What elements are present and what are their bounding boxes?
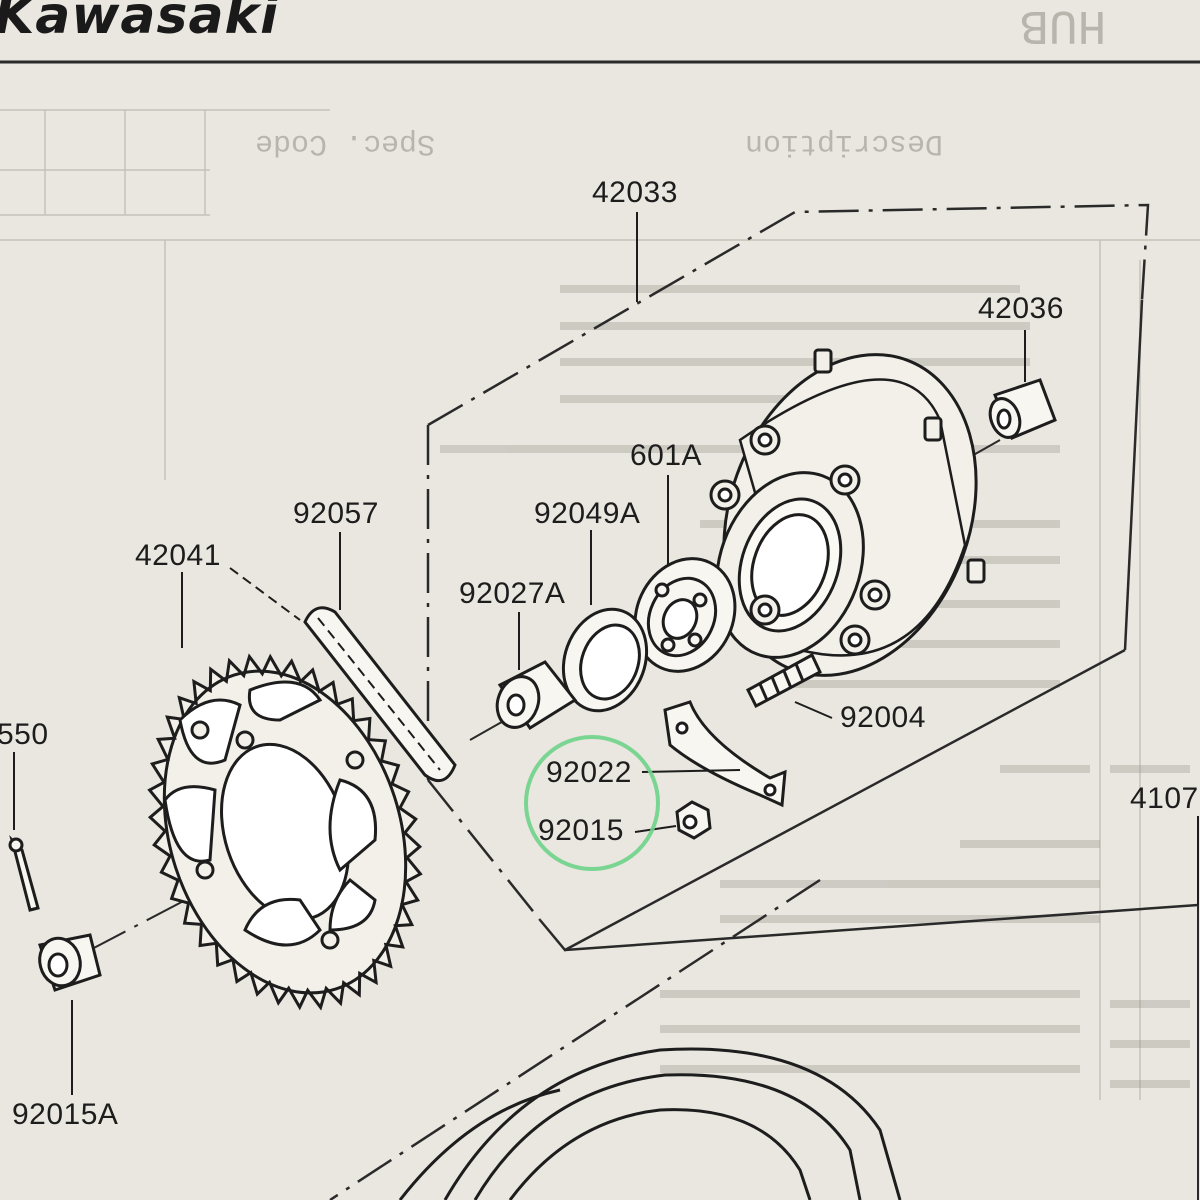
- sprocket-42041-drawing: [147, 653, 423, 1011]
- nut-92015-drawing: [675, 800, 712, 840]
- part-label-42041: 42041: [135, 539, 221, 572]
- page-frame: [0, 60, 1200, 1200]
- lock-plate-92022-drawing: [663, 700, 787, 808]
- part-label-601a: 601A: [630, 439, 703, 472]
- hub-group-boundary: [426, 203, 1150, 780]
- bearing-601a-drawing: [633, 557, 737, 673]
- axle-nut-92015a-drawing: [38, 933, 102, 992]
- cotter-pin-550-drawing: [8, 835, 40, 912]
- chain-92057-drawing: [303, 606, 457, 783]
- oil-seal-92049a-drawing: [561, 607, 649, 713]
- collar-92027a-drawing: [495, 660, 578, 731]
- bleed-through-table: [0, 109, 1200, 1100]
- part-label-92027a: 92027A: [459, 577, 566, 610]
- stud-92004-drawing: [746, 652, 822, 709]
- part-label-92015a: 92015A: [12, 1098, 119, 1131]
- hub-group-boundary-solid: [427, 299, 1199, 952]
- brand-logo-kawasaki: Kawasaki: [0, 0, 279, 46]
- highlight-ring: [524, 735, 660, 871]
- part-label-92049a: 92049A: [534, 497, 641, 530]
- part-label-92022: 92022: [546, 756, 632, 789]
- rear-hub-drawing: [709, 348, 986, 677]
- part-label-92015: 92015: [538, 814, 624, 847]
- part-label-4107: 4107: [1130, 782, 1199, 815]
- wheel-rim-drawing: [398, 1047, 902, 1200]
- part-label-92057: 92057: [293, 497, 379, 530]
- part-label-550: 550: [0, 718, 49, 751]
- part-label-92004: 92004: [840, 701, 926, 734]
- leader-lines: [13, 212, 1199, 1095]
- part-label-42036: 42036: [978, 292, 1064, 325]
- collar-42036-drawing: [988, 378, 1057, 440]
- part-label-42033: 42033: [592, 176, 678, 209]
- wheel-group-boundary: [329, 878, 821, 1200]
